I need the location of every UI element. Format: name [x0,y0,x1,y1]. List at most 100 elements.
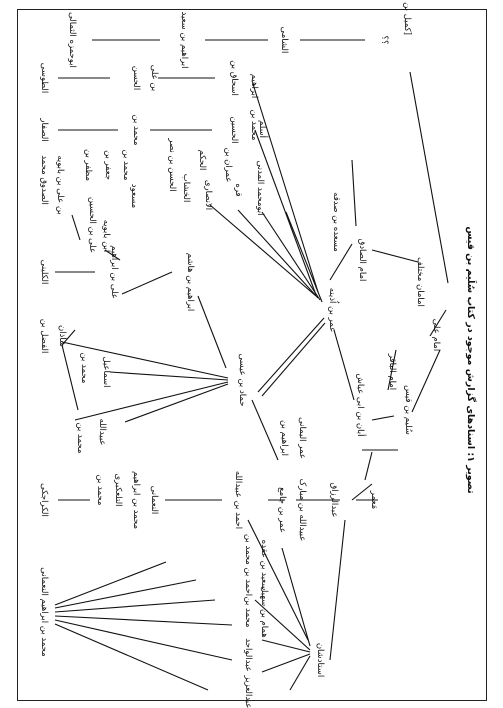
node-muhammad-b: محمد بن [243,597,253,628]
edge [209,204,317,297]
edge [261,322,326,397]
node-ibrahim-hashim: ابراهیم بن هاشم [185,253,195,312]
edge [351,159,357,227]
node-numani-2: محمد بن ابراهیم النعمانی [39,567,49,656]
edge [54,579,197,609]
edge [289,655,311,691]
node-imam-baqir: امام الباقر [387,353,397,390]
edge [371,415,395,421]
node-numani: النعمانی [149,486,159,515]
node-ibrahim-umar: ابراهیم بن [279,420,289,456]
node-hammam-suhayl: همام بن سهیل [259,586,269,638]
node-imam-ali: امام علی [431,319,441,351]
edge [109,371,229,381]
edge [124,383,229,423]
edge [329,519,346,661]
node-umar-udhayna: عمر بن اُذینه [327,288,340,333]
edge [252,83,319,293]
node-jafar-bin: جعفر بن [103,150,113,180]
node-saffar: الصفار [39,117,49,141]
edge [261,653,311,673]
node-ibn-ali-babawayh: بن علی بن بابویه [55,155,65,214]
edge [237,209,319,299]
node-ishaq: اسحاق بن [229,60,239,96]
node-ibrahim-2: ابراهیم [249,74,259,98]
node-shadhan: شاذان [57,325,67,347]
edge [411,349,441,413]
figure-caption: تصویر ۱: اسنادهای گزارش موجود در کتاب سُ… [465,226,477,493]
node-sulaym: سُلیم بن قیس [403,385,413,435]
node-muhammad-ibrahim-n: محمد بن ابراهیم [131,471,141,529]
node-imam-sadiq: امام الصادق [357,239,367,282]
node-husayn: الحسین [229,116,239,143]
edge [387,349,397,391]
edge [364,451,373,481]
node-kulayni: الکلینی [39,260,49,285]
node-abu-muhammad-madani: ابومحمد المدنی [255,160,265,215]
edge [54,623,209,691]
edge [61,344,79,411]
edge [74,381,229,421]
node-ismail: اسماعیل [101,356,111,387]
node-ali-husayn: علی بن الحسین [87,197,97,253]
node-fadl: الفضل بن [39,319,49,354]
node-imran: عمران بن [223,148,233,183]
node-unknown: ؟؟ [379,35,389,44]
node-tusi: الطوسی [39,63,49,94]
node-abd-wahid: عبدالواحد [243,638,253,672]
edge [197,295,227,369]
node-abu-hamza: ابوحمزه الثمالی [67,12,77,68]
node-abd-aziz: عبدالعزیز [243,675,253,708]
node-muzaffar: مظفر بن [83,149,93,181]
edge [429,309,447,337]
figure-frame [17,9,487,701]
node-ahmad-muhammad: احمد بن محمد بن [243,534,253,596]
node-ibn-babawayh: ابن بابویه [101,220,111,253]
edge [257,317,325,393]
edge [254,599,311,651]
node-mamar: مَعمر [369,490,379,509]
node-ibn-ali: بن علی [149,65,159,92]
edge [351,483,373,501]
isnad-labels: ابوحمزه الثمالی ابراهیم بن سعید الشامی ؟… [39,0,477,708]
edge [371,249,419,263]
node-said-uqda: سعید بن عقده [259,540,269,591]
edge [54,599,216,613]
edge [261,211,321,301]
edge [285,211,323,303]
node-muhammad-ismail: محمد بن [79,353,89,384]
node-karajaki: الکراجکی [39,483,49,517]
node-ibrahim-saeed: ابراهیم بن سعید [179,12,189,69]
edge [61,329,76,346]
edge [329,243,353,281]
node-umar-jami: عمر بن جامع [277,487,287,533]
node-mukhtalif: امامان مختلف [415,257,425,307]
node-khashab: الخشاب [181,174,191,203]
node-tallaki: التلعکبری [113,473,123,506]
node-masada: مسعده بن صدقه [331,192,341,252]
edge [121,271,173,295]
node-muhammad-bin: محمد بن [131,115,141,146]
node-aban: أبان بن ابی عیاش [355,374,367,437]
node-hakam: الحکم [197,150,207,171]
node-ahmad-ubaydallah: احمد بن عبیدالله [233,471,243,529]
node-hammad: حماد بن عیسی [237,353,247,406]
node-ubaydallah: عبیدالله [97,419,107,446]
node-hasan-nasr: الحسن بن نصر [167,137,177,191]
edge [104,249,121,261]
edge [54,561,167,606]
node-abd-razzaq: عبدالرزاق [329,483,339,518]
node-hasan: الحسن [131,66,141,91]
edge [281,547,311,647]
node-muhammad-najiyy: محمد بن [95,475,105,506]
edge [409,71,449,284]
node-saduq: الصدوق محمد [39,155,49,205]
edge [54,615,233,626]
edge [54,619,233,661]
edge [247,519,309,641]
edge [71,214,81,241]
node-umar-yamani: عمر الیمانی [297,417,307,459]
node-muhammad-bin-3: محمد بن [121,150,131,181]
edge [61,341,229,379]
